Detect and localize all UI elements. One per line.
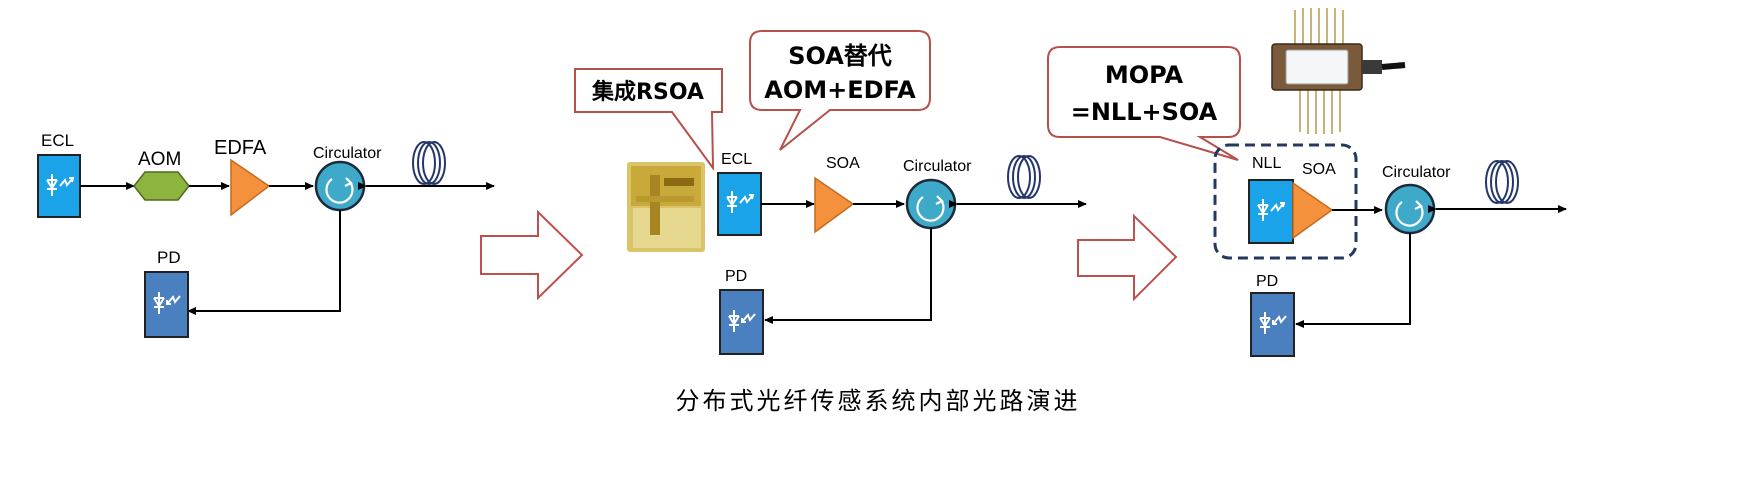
- callout-soa-line1: SOA替代: [788, 42, 892, 70]
- nll-label: NLL: [1252, 155, 1281, 172]
- return-path: [764, 228, 932, 324]
- soa-amplifier-triangle: [814, 176, 855, 234]
- nll-laser-box: [1248, 179, 1294, 244]
- ecl-laser-box: [717, 172, 762, 236]
- ecl-laser-box: [37, 154, 81, 218]
- soa-label: SOA: [1302, 161, 1336, 178]
- ecl-label: ECL: [41, 131, 74, 150]
- figure-caption: 分布式光纤传感系统内部光路演进: [676, 387, 1081, 415]
- circulator-label: Circulator: [313, 145, 382, 162]
- aom-hexagon: [133, 171, 190, 201]
- callout-rsoa-text: 集成RSOA: [591, 79, 704, 105]
- ecl-label: ECL: [721, 151, 752, 168]
- callout-mopa-line2: =NLL+SOA: [1071, 98, 1218, 126]
- callout-soa-line2: AOM+EDFA: [764, 76, 916, 104]
- transition-arrow: [480, 209, 584, 301]
- fiber-coil-icon: [1485, 160, 1519, 204]
- soa-label: SOA: [826, 155, 860, 172]
- aom-label: AOM: [138, 149, 181, 170]
- edfa-amplifier-triangle: [230, 158, 271, 217]
- pd-label: PD: [157, 248, 181, 267]
- pd-label: PD: [1256, 273, 1278, 290]
- callout-mopa-line1: MOPA: [1105, 61, 1184, 89]
- butterfly-package-image: [1271, 8, 1406, 134]
- return-path: [187, 210, 341, 315]
- soa-amplifier-triangle: [1292, 181, 1334, 240]
- fiber-coil-icon: [412, 141, 446, 185]
- stage-3: MOPA =NLL+SOA NLL SOA Circulator PD: [1047, 8, 1567, 357]
- edfa-label: EDFA: [214, 137, 267, 159]
- pd-label: PD: [725, 268, 747, 285]
- rsoa-chip-image: [627, 162, 705, 252]
- mopa-dashed-box: [1213, 143, 1358, 260]
- transition-arrow: [1077, 213, 1178, 302]
- return-path: [1295, 233, 1411, 328]
- fiber-coil-icon: [1007, 155, 1041, 199]
- circulator-label: Circulator: [903, 158, 972, 175]
- callout-soa: [749, 30, 931, 151]
- stage-2: 集成RSOA SOA替代 AOM+EDFA ECL SOA Circulator…: [574, 30, 1087, 355]
- callout-rsoa: [574, 68, 723, 172]
- circulator-label: Circulator: [1382, 164, 1451, 181]
- stage-1: ECL AOM EDFA Circulator PD: [37, 131, 495, 338]
